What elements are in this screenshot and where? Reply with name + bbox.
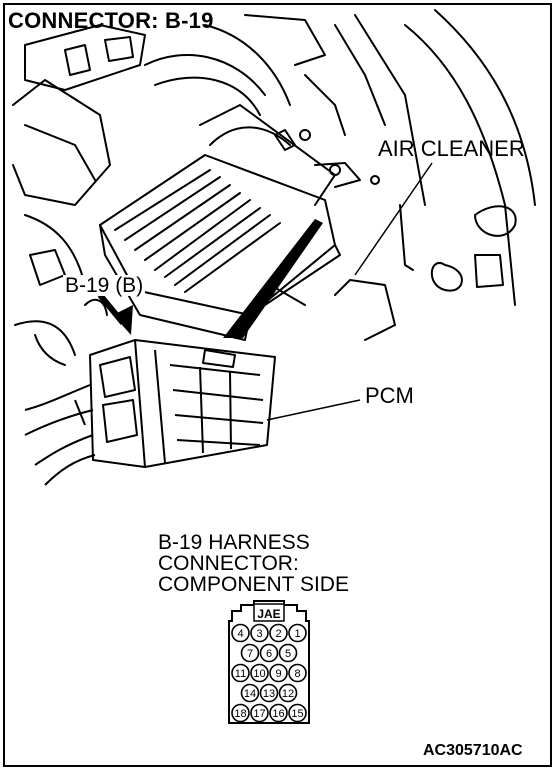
svg-text:2: 2 [275, 628, 281, 640]
connector-pin-14: 14 [240, 683, 260, 703]
page-title: CONNECTOR: B-19 [8, 8, 214, 33]
harness-caption-line: CONNECTOR: [158, 552, 299, 575]
svg-text:13: 13 [263, 688, 275, 700]
svg-text:14: 14 [244, 688, 256, 700]
svg-text:8: 8 [294, 668, 300, 680]
air-cleaner-leader-line [354, 162, 433, 276]
pcm-label: PCM [365, 383, 414, 408]
svg-text:12: 12 [282, 688, 294, 700]
connector-pin-11: 11 [231, 663, 250, 683]
connector-pin-16: 16 [269, 703, 288, 723]
svg-text:18: 18 [234, 708, 246, 720]
figure-code: AC305710AC [423, 742, 523, 759]
connector-pin-15: 15 [288, 703, 307, 723]
harness-caption: B-19 HARNESS CONNECTOR: COMPONENT SIDE [158, 532, 349, 595]
connector-pin-8: 8 [288, 663, 307, 683]
connector-pin-12: 12 [278, 683, 298, 703]
svg-text:4: 4 [237, 628, 243, 640]
svg-text:10: 10 [253, 668, 265, 680]
connector-pin-6: 6 [259, 643, 279, 663]
connector-brand-label: JAE [257, 607, 280, 621]
svg-text:17: 17 [253, 708, 265, 720]
connector-pin-17: 17 [250, 703, 269, 723]
svg-text:9: 9 [275, 668, 281, 680]
svg-text:3: 3 [256, 628, 262, 640]
connector-pin-3: 3 [250, 623, 269, 643]
svg-text:11: 11 [235, 668, 246, 680]
svg-text:16: 16 [272, 708, 284, 720]
connector-pin-13: 13 [259, 683, 279, 703]
svg-text:5: 5 [285, 648, 291, 660]
svg-text:7: 7 [247, 648, 253, 660]
harness-caption-line: B-19 HARNESS [158, 531, 310, 554]
svg-text:6: 6 [266, 648, 272, 660]
connector-pin-2: 2 [269, 623, 288, 643]
svg-text:1: 1 [294, 628, 300, 640]
b19-connector-label: B-19 (B) [63, 274, 146, 297]
harness-caption-line: COMPONENT SIDE [158, 573, 349, 596]
pcm-unit [24, 339, 276, 486]
pcm-leader-line [266, 399, 361, 421]
connector-pin-4: 4 [231, 623, 250, 643]
connector-pin-18: 18 [231, 703, 250, 723]
pcm-pointer-wedge [223, 219, 323, 338]
connector-pin-7: 7 [240, 643, 260, 663]
connector-pin-10: 10 [250, 663, 269, 683]
connector-pin-1: 1 [288, 623, 307, 643]
air-cleaner-label: AIR CLEANER [378, 136, 525, 161]
connector-pin-5: 5 [278, 643, 298, 663]
connector-pin-9: 9 [269, 663, 288, 683]
svg-text:15: 15 [291, 708, 303, 720]
